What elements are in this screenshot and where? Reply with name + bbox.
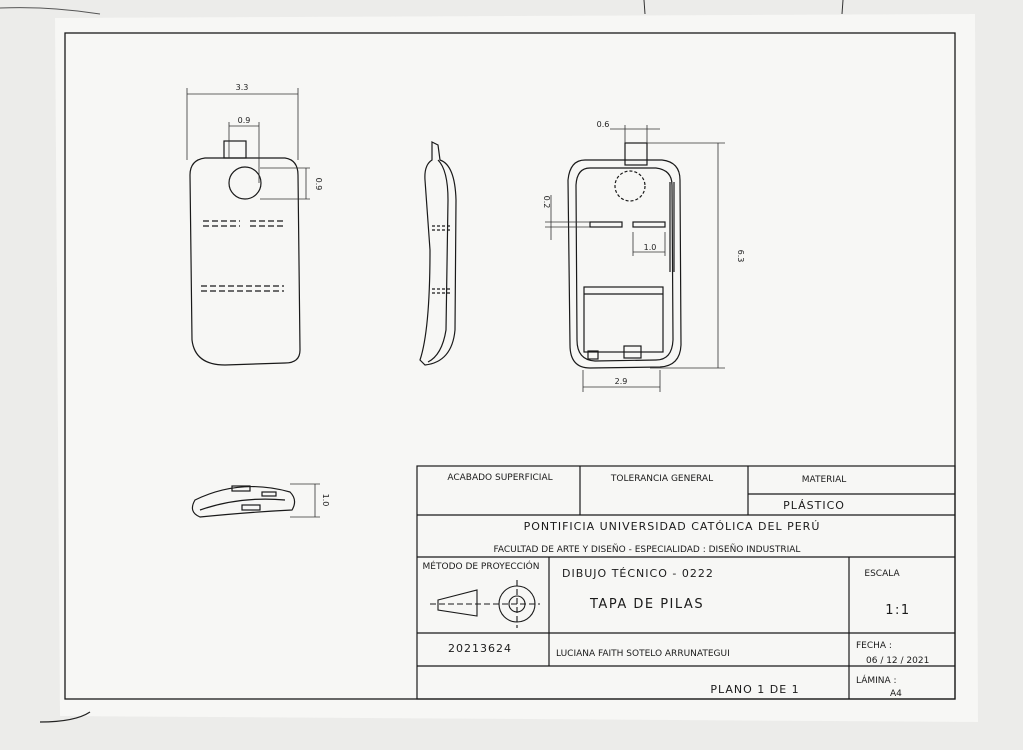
university-name: PONTIFICIA UNIVERSIDAD CATÓLICA DEL PERÚ [524, 520, 821, 533]
faculty-name: FACULTAD DE ARTE Y DISEÑO - ESPECIALIDAD… [494, 544, 801, 555]
lamina-label: LÁMINA : [856, 674, 897, 686]
tolerancia-label: TOLERANCIA GENERAL [610, 474, 713, 484]
back-hidden-hole [614, 170, 646, 202]
dim-back-height: 6.3 [736, 250, 745, 263]
bottom-slot [231, 485, 251, 492]
paper-sheet [55, 14, 978, 722]
fecha-value: 06 / 12 / 2021 [866, 656, 929, 666]
back-clip-left [587, 350, 599, 360]
stray-line [841, 0, 844, 15]
back-slot-right [632, 221, 666, 228]
front-dimension-lines [186, 88, 310, 200]
course-label: DIBUJO TÉCNICO - 0222 [562, 567, 714, 580]
front-outline [189, 157, 301, 366]
bottom-outline [191, 485, 296, 518]
stray-line [0, 7, 101, 15]
dim-front-width: 3.3 [236, 83, 249, 92]
side-slots [432, 225, 452, 294]
escala-value: 1:1 [885, 603, 910, 618]
back-slot-left [589, 221, 623, 228]
material-value: PLÁSTICO [783, 499, 845, 512]
dim-tab-width: 0.9 [238, 116, 251, 125]
student-name: LUCIANA FAITH SOTELO ARRUNATEGUI [556, 649, 730, 659]
fecha-label: FECHA : [856, 641, 892, 651]
dim-hole-height: 0.9 [314, 178, 323, 191]
metodo-label: MÉTODO DE PROYECCIÓN [423, 560, 540, 572]
bottom-dimension-lines [290, 483, 320, 518]
lamina-value: A4 [890, 689, 902, 699]
back-view [567, 142, 682, 369]
front-tab [223, 140, 247, 159]
back-outline [567, 159, 682, 369]
bottom-inner-curve [199, 498, 286, 511]
material-label: MATERIAL [802, 475, 847, 485]
projection-symbol [430, 580, 540, 628]
dim-slot-height: 0.2 [542, 196, 551, 209]
bottom-slot [241, 504, 261, 511]
back-clip-right [623, 345, 642, 359]
stray-line [643, 0, 646, 15]
dim-bottom-thickness: 1.0 [321, 494, 330, 507]
side-view [419, 141, 457, 366]
front-slots [201, 220, 284, 292]
bottom-view [191, 485, 296, 518]
side-outline [419, 141, 457, 366]
back-tab [624, 142, 648, 166]
front-view [189, 140, 301, 366]
student-code: 20213624 [448, 642, 512, 655]
dim-back-slot-width: 1.0 [644, 243, 657, 252]
front-hole [228, 166, 262, 200]
dim-back-width: 2.9 [615, 377, 628, 386]
escala-label: ESCALA [864, 569, 900, 579]
title-block-grid [416, 465, 956, 700]
dim-back-tab-width: 0.6 [597, 120, 610, 129]
back-dimension-lines [545, 125, 725, 392]
stray-line [39, 711, 91, 723]
bottom-slot [261, 491, 277, 497]
acabado-label: ACABADO SUPERFICIAL [447, 473, 552, 483]
drawing-title: TAPA DE PILAS [589, 597, 704, 612]
back-inner-wall [575, 167, 674, 362]
plano-label: PLANO 1 DE 1 [710, 683, 799, 696]
side-inner-edge [427, 159, 449, 363]
